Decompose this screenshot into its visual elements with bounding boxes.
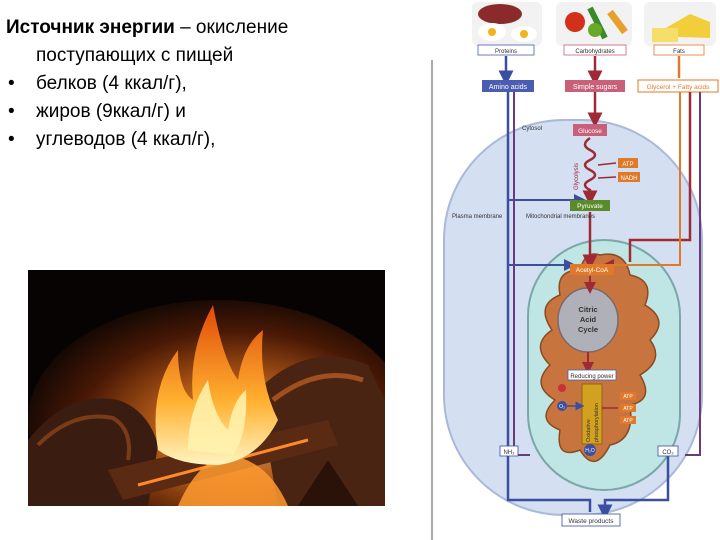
heading-line-2: поступающих с пищей xyxy=(36,45,234,66)
label-simple-sugars: Simple sugars xyxy=(573,84,618,91)
label-nadh: NADH xyxy=(620,176,637,182)
heading-bold: Источник энергии xyxy=(6,17,175,38)
label-glycerol-fatty-acids: Glycerol + Fatty acids xyxy=(647,84,710,91)
label-acid: Acid xyxy=(580,315,597,324)
label-o2: O₂ xyxy=(559,404,565,410)
label-reducing-power: Reducing power xyxy=(570,374,613,380)
heading-rest: – окисление xyxy=(174,17,289,38)
label-atp-3: ATP xyxy=(623,406,633,412)
bullet-item: • углеводов (4 ккал/г), xyxy=(6,126,426,154)
label-mito-membranes: Mitochondrial membranes xyxy=(526,214,595,220)
bullet-dot: • xyxy=(8,73,15,94)
label-carbohydrates: Carbohydrates xyxy=(575,49,614,55)
label-pyruvate: Pyruvate xyxy=(577,203,603,210)
label-glycolysis: Glycolysis xyxy=(574,163,580,190)
campfire-photo xyxy=(28,270,385,506)
label-atp-1: ATP xyxy=(622,162,633,168)
label-acetyl-coa: Acetyl-CoA xyxy=(576,267,609,274)
bullet-text: жиров (9ккал/г) и xyxy=(36,101,186,122)
label-proteins: Proteins xyxy=(495,49,517,55)
bullet-item: • жиров (9ккал/г) и xyxy=(6,98,426,126)
bullet-dot: • xyxy=(8,101,15,122)
bullet-list: • белков (4 ккал/г), • жиров (9ккал/г) и •… xyxy=(6,70,426,154)
label-h2o: H₂O xyxy=(585,448,595,454)
label-plasma-membrane: Plasma membrane xyxy=(452,214,503,220)
label-waste-products: Waste products xyxy=(569,518,615,525)
bullet-text: углеводов (4 ккал/г), xyxy=(36,129,216,150)
heading-line-1: Источник энергии – окисление xyxy=(6,14,426,42)
bullet-dot: • xyxy=(8,129,15,150)
label-cytosol: Cytosol xyxy=(522,126,542,132)
label-atp-2: ATP xyxy=(623,394,633,400)
label-fats: Fats xyxy=(673,49,685,55)
metabolism-diagram: Proteins Carbohydrates Fats Amino acids … xyxy=(431,2,719,540)
bullet-item: • белков (4 ккал/г), xyxy=(6,70,426,98)
label-citric: Citric xyxy=(578,305,597,314)
label-glucose: Glucose xyxy=(578,128,602,135)
label-cycle: Cycle xyxy=(578,325,598,334)
label-phosphorylation: phosphorylation xyxy=(594,403,600,442)
label-atp-4: ATP xyxy=(623,418,633,424)
label-oxidative: Oxidative xyxy=(586,419,592,442)
label-nh3: NH₃ xyxy=(503,450,515,456)
text-block: Источник энергии – окисление поступающих… xyxy=(6,14,426,154)
label-co2: CO₂ xyxy=(662,450,674,456)
bullet-text: белков (4 ккал/г), xyxy=(36,73,187,94)
label-amino-acids: Amino acids xyxy=(489,84,528,91)
